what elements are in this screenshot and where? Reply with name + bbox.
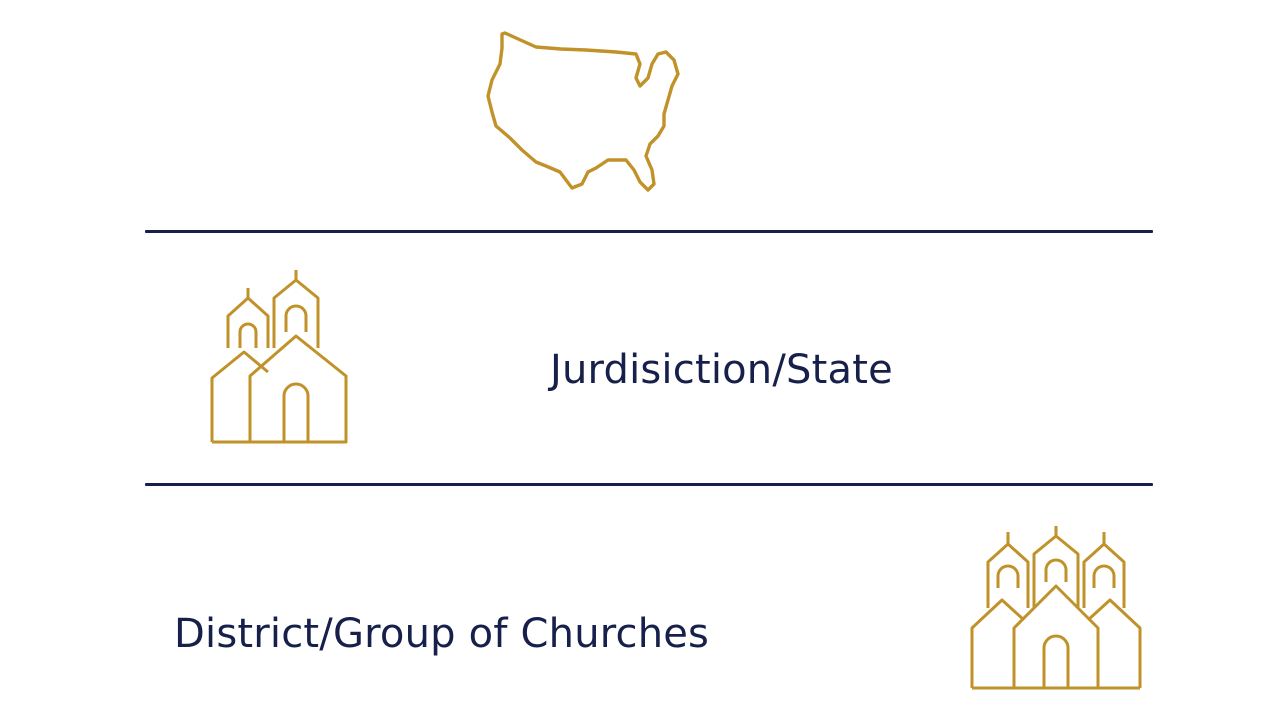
top-divider xyxy=(145,230,1153,233)
church-pair-icon xyxy=(208,268,350,446)
jurisdiction-label: Jurdisiction/State xyxy=(550,347,893,393)
church-trio-icon xyxy=(968,524,1144,692)
usa-map-outline-icon xyxy=(486,30,680,194)
district-label: District/Group of Churches xyxy=(174,611,710,657)
bottom-divider xyxy=(145,483,1153,486)
